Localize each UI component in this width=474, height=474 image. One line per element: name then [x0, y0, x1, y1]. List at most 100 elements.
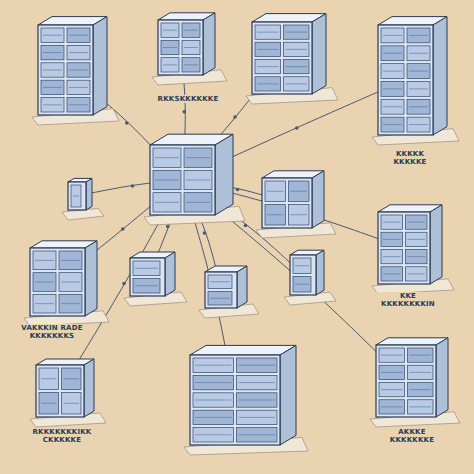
server-panel — [193, 358, 234, 372]
server-panel — [67, 98, 90, 112]
panel-line — [155, 157, 179, 158]
server-front — [158, 20, 203, 75]
server-panel — [133, 279, 160, 294]
panel-line — [43, 35, 62, 36]
panel-line — [257, 32, 279, 33]
panel-line — [73, 196, 79, 197]
panel-line — [381, 389, 403, 390]
server-front — [68, 182, 86, 210]
panel-line — [286, 32, 308, 33]
panel-line — [410, 372, 432, 373]
server-panel — [184, 148, 212, 167]
server-side — [86, 178, 92, 210]
server-panel — [41, 63, 64, 77]
servers — [24, 13, 460, 455]
server-panel — [284, 25, 310, 39]
server-panel — [208, 292, 232, 306]
server-panel — [381, 267, 403, 281]
server-panel — [265, 205, 286, 226]
panel-line — [155, 180, 179, 181]
panel-line — [381, 372, 403, 373]
server-panel — [59, 294, 82, 313]
server-panel — [381, 99, 404, 114]
server-side — [312, 14, 326, 94]
wire-connector — [125, 121, 129, 125]
server-rack — [62, 178, 104, 220]
server-panel — [406, 250, 428, 264]
panel-line — [184, 64, 198, 65]
panel-line — [239, 400, 276, 401]
panel-line — [135, 268, 158, 269]
panel-line — [410, 389, 432, 390]
server-panel — [381, 82, 404, 97]
panel-line — [35, 303, 54, 304]
panel-line — [163, 47, 177, 48]
panel-line — [383, 71, 402, 72]
panel-line — [43, 87, 62, 88]
panel-line — [239, 365, 276, 366]
panel-line — [186, 202, 210, 203]
panel-line — [383, 239, 401, 240]
wire-connector — [121, 227, 125, 231]
server-side — [215, 134, 233, 215]
server-label: VAKKKIN RADE KKKKKKKS — [19, 324, 85, 340]
panel-line — [383, 222, 401, 223]
server-panel — [381, 232, 403, 246]
server-panel — [293, 277, 311, 293]
server-panel — [381, 64, 404, 79]
server-panel — [33, 273, 56, 292]
server-panel — [379, 348, 405, 362]
server-panel — [184, 170, 212, 189]
server-rack — [284, 250, 336, 305]
server-side — [237, 266, 247, 308]
wire-connector — [203, 231, 207, 235]
server-panel — [59, 273, 82, 292]
server-panel — [182, 23, 200, 37]
server-panel — [284, 42, 310, 56]
server-panel — [153, 148, 181, 167]
server-rack — [256, 171, 336, 238]
wire-connector — [295, 126, 299, 130]
server-panel — [408, 383, 434, 397]
panel-line — [43, 70, 62, 71]
panel-line — [295, 284, 309, 285]
panel-line — [61, 282, 80, 283]
panel-line — [291, 214, 308, 215]
server-panel — [39, 368, 59, 390]
server-side — [430, 205, 442, 284]
server-rack — [144, 134, 245, 225]
server-panel — [67, 80, 90, 94]
server-front — [262, 178, 312, 228]
server-label: KKE KKKKKKKKIN — [375, 292, 441, 308]
server-side — [436, 338, 448, 417]
server-side — [84, 359, 94, 417]
server-panel — [407, 28, 430, 43]
server-side — [165, 252, 175, 296]
server-panel — [33, 251, 56, 270]
panel-line — [195, 365, 232, 366]
panel-line — [69, 52, 88, 53]
panel-line — [184, 47, 198, 48]
server-panel — [33, 294, 56, 313]
server-panel — [289, 205, 310, 226]
server-panel — [379, 383, 405, 397]
server-panel — [71, 185, 81, 207]
panel-line — [381, 406, 403, 407]
server-panel — [67, 28, 90, 42]
server-front — [190, 355, 280, 445]
server-side — [280, 345, 296, 445]
panel-line — [186, 157, 210, 158]
server-panel — [161, 40, 179, 54]
wire-connector — [236, 188, 240, 192]
server-panel — [406, 232, 428, 246]
server-label: RKKKKKKKIKK CKKKKKE — [20, 428, 104, 444]
server-panel — [408, 348, 434, 362]
server-rack — [32, 17, 119, 125]
server-panel — [39, 393, 59, 415]
server-rack — [372, 205, 454, 294]
wire-connector — [244, 224, 248, 228]
server-panel — [379, 400, 405, 414]
panel-line — [195, 434, 232, 435]
server-panel — [408, 400, 434, 414]
